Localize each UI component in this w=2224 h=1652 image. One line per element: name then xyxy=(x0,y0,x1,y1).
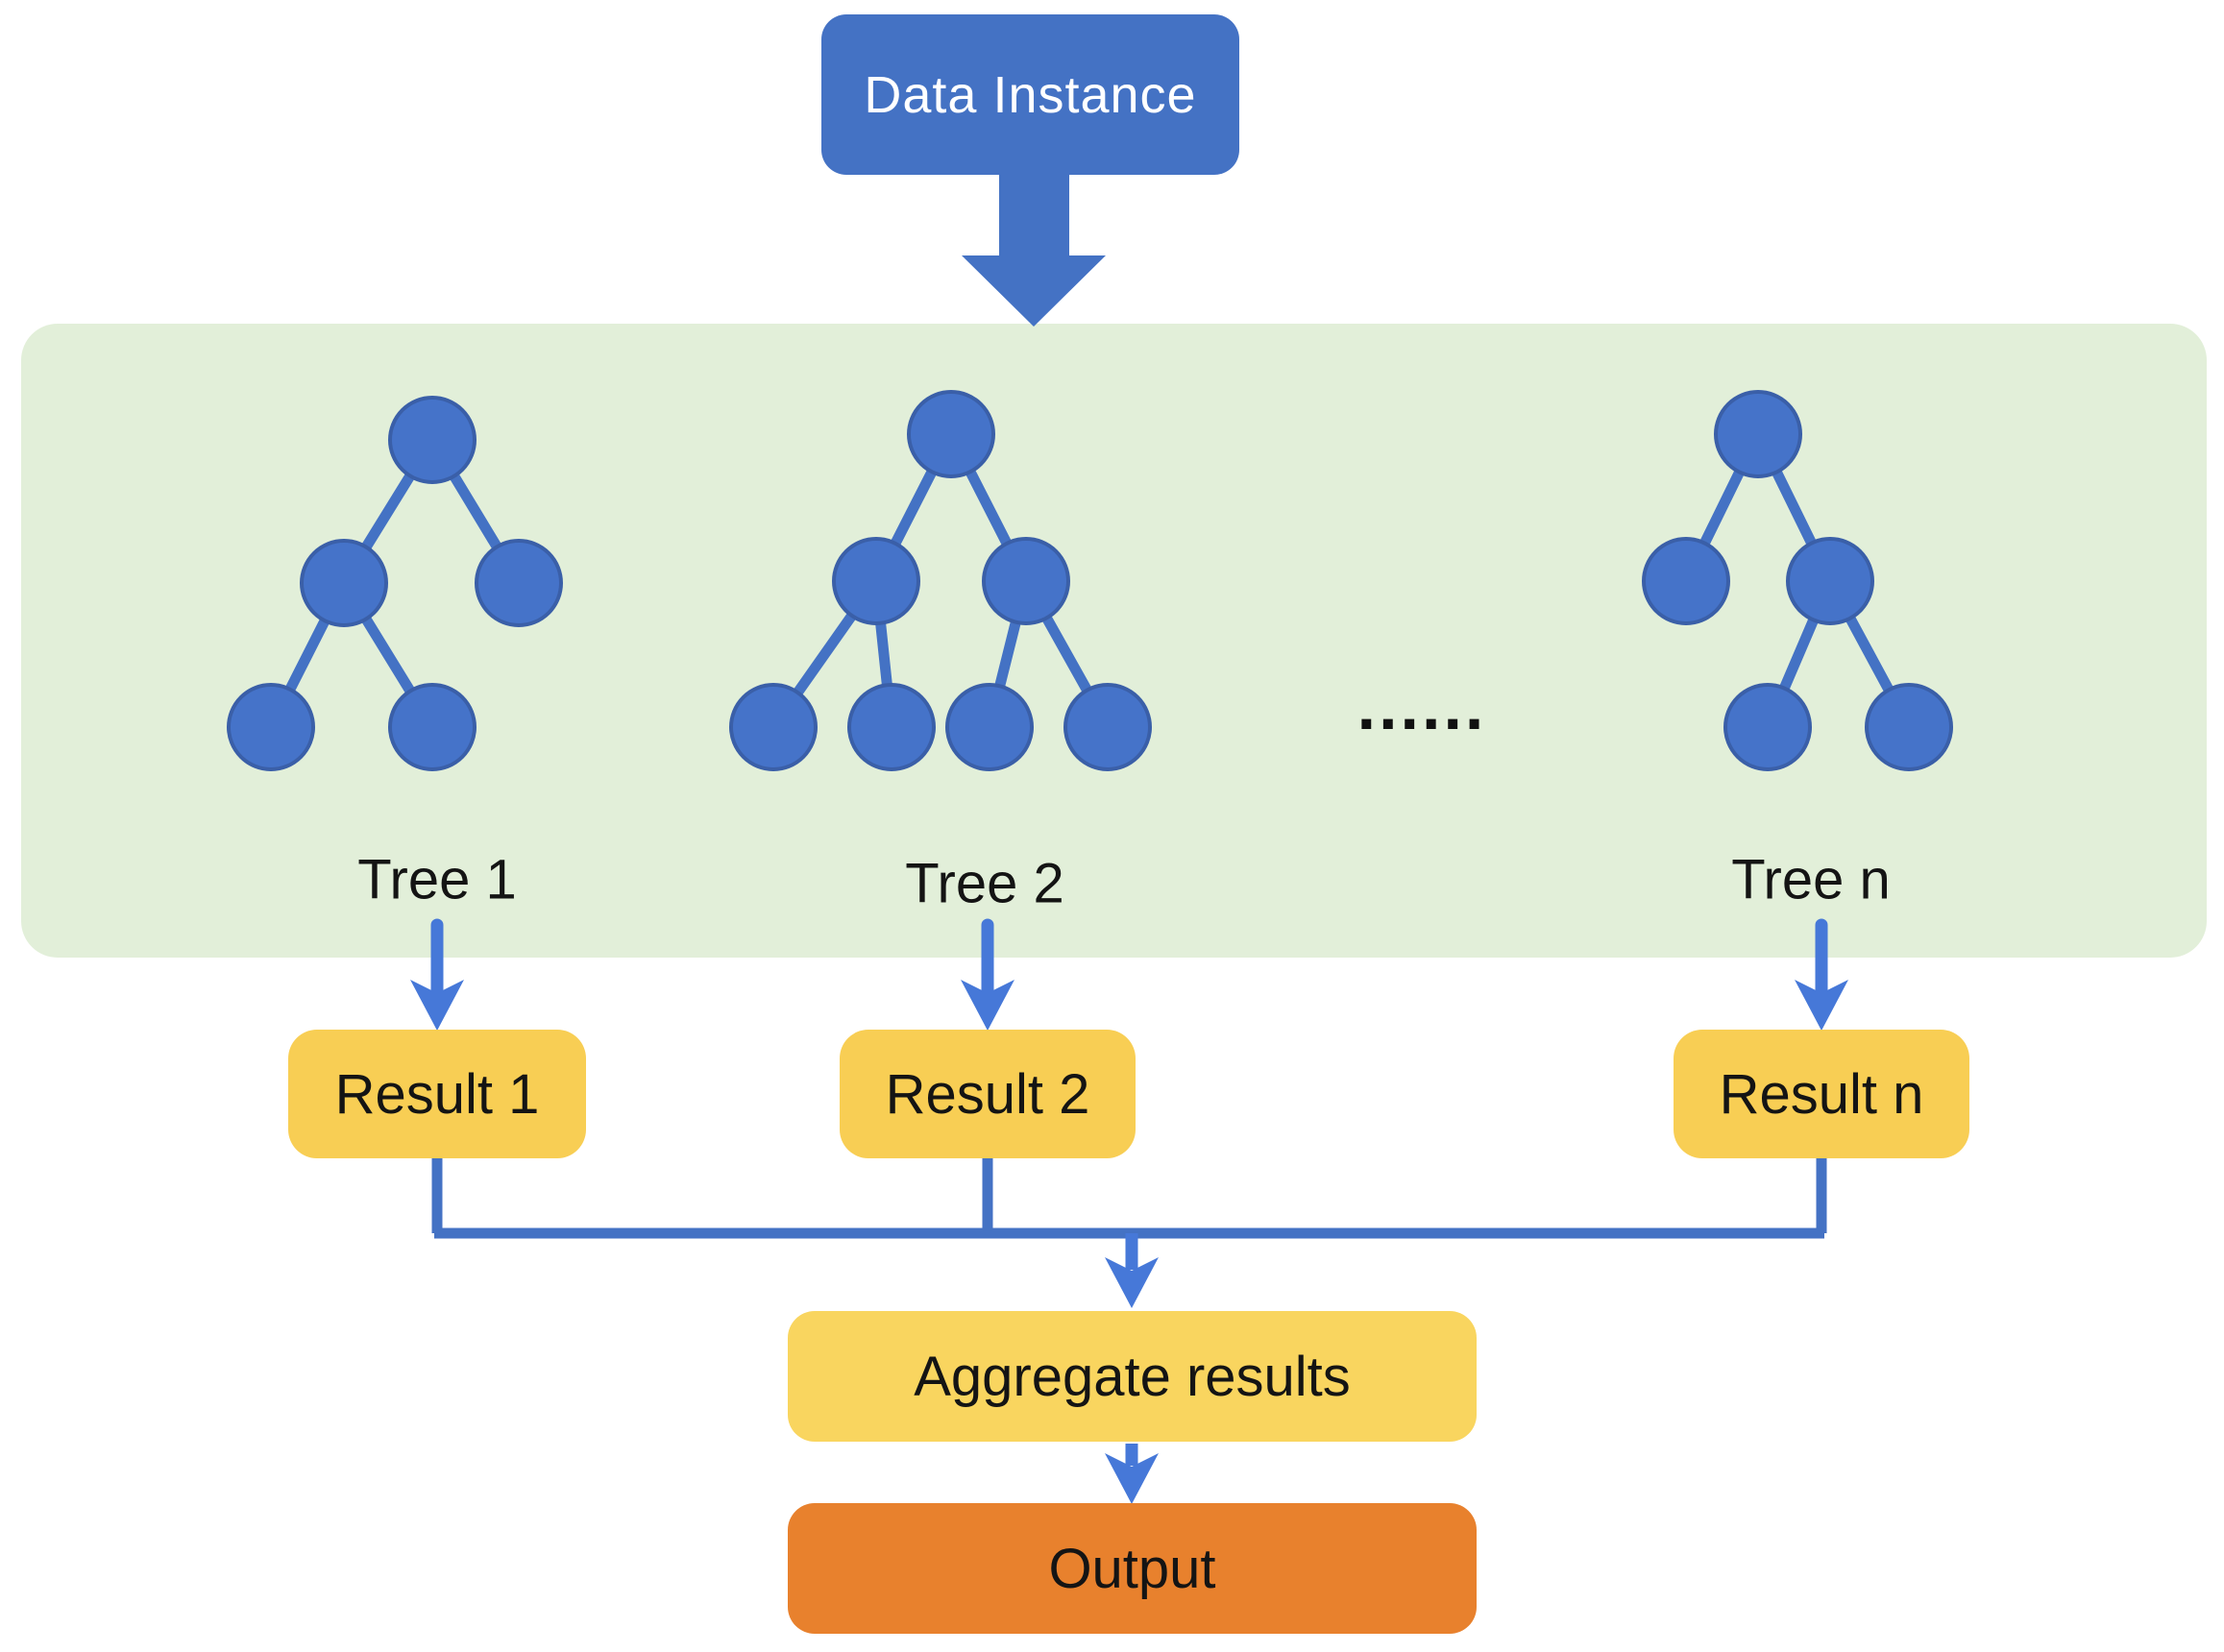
aggregate-results-box: Aggregate results xyxy=(788,1311,1477,1442)
tree-2-leaf-node xyxy=(1063,683,1152,771)
result-2-box: Result 2 xyxy=(840,1030,1136,1158)
tree-1-arrowhead-icon xyxy=(410,980,464,1031)
aggregate-output-arrowhead-icon xyxy=(1105,1453,1159,1504)
result-1-label: Result 1 xyxy=(334,1062,540,1126)
tree-n-node xyxy=(1642,537,1730,625)
result-n-box: Result n xyxy=(1674,1030,1969,1158)
forest-panel xyxy=(21,324,2207,958)
merge-to-aggregate-arrow xyxy=(1105,1233,1159,1308)
tree-2-leaf-node xyxy=(847,683,936,771)
tree-2-node xyxy=(832,537,920,625)
tree-2-root-node xyxy=(907,390,995,478)
tree-n-root-node xyxy=(1714,390,1802,478)
tree-1-node xyxy=(300,539,388,627)
tree-2-graphic xyxy=(729,390,1152,771)
tree-n-arrowhead-icon xyxy=(1795,980,1848,1031)
tree-n-leaf-node xyxy=(1723,683,1812,771)
data-instance-label: Data Instance xyxy=(864,65,1197,124)
tree-n-label: Tree n xyxy=(1731,848,1891,911)
aggregate-results-label: Aggregate results xyxy=(914,1345,1351,1408)
tree-2-label: Tree 2 xyxy=(905,852,1064,915)
output-box: Output xyxy=(788,1503,1477,1634)
tree-1-leaf-node xyxy=(227,683,315,771)
merge-arrowhead-icon xyxy=(1105,1257,1159,1308)
results-merge-connector xyxy=(431,1158,1827,1239)
tree-1-node xyxy=(475,539,563,627)
tree-2-leaf-node xyxy=(729,683,818,771)
data-instance-block-arrow-icon xyxy=(962,171,1106,327)
tree-n-graphic xyxy=(1642,390,1953,771)
tree-2-leaf-node xyxy=(945,683,1034,771)
output-label: Output xyxy=(1048,1537,1216,1600)
tree-2-node xyxy=(982,537,1070,625)
tree-to-result-arrows xyxy=(410,918,1848,1031)
result-2-label: Result 2 xyxy=(885,1062,1090,1126)
result-1-box: Result 1 xyxy=(288,1030,586,1158)
more-trees-ellipsis: ...... xyxy=(1356,668,1487,743)
tree-n-node xyxy=(1786,537,1874,625)
tree-n-leaf-node xyxy=(1865,683,1953,771)
result-n-label: Result n xyxy=(1719,1062,1924,1126)
tree-1-root-node xyxy=(388,396,477,484)
tree-2-arrowhead-icon xyxy=(961,980,1014,1031)
tree-1-label: Tree 1 xyxy=(357,848,517,911)
data-instance-box: Data Instance xyxy=(821,14,1239,175)
aggregate-to-output-arrow xyxy=(1105,1444,1159,1504)
tree-1-leaf-node xyxy=(388,683,477,771)
tree-1-graphic xyxy=(227,396,563,771)
